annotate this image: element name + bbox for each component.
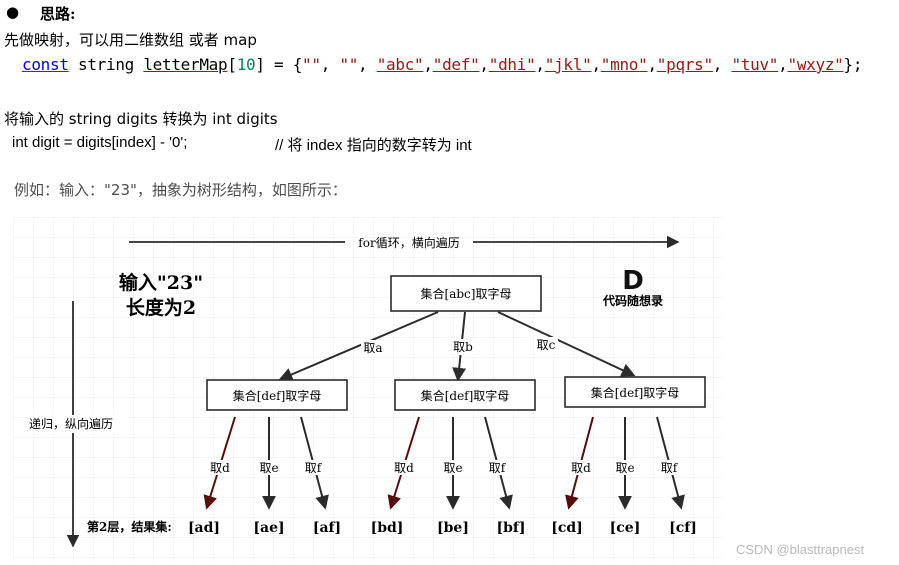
- child-box-2: [394, 379, 536, 411]
- code-letter-map: const string letterMap[10] = {"", "", "a…: [22, 55, 862, 74]
- code-assign: ] = {: [255, 55, 303, 74]
- logo-d-icon: D: [622, 266, 644, 296]
- csdn-watermark: CSDN @blasttrapnest: [736, 542, 865, 557]
- code-separator: ,: [778, 55, 788, 74]
- child-box-1-label: 集合[def]取字母: [233, 388, 322, 403]
- code-identifier: letterMap: [143, 55, 228, 74]
- edge-label-f-2: 取f: [489, 461, 507, 475]
- edge-label-b: 取b: [453, 340, 473, 354]
- tree-diagram: for循环，横向遍历 输入"23" 长度为2 D 代码随想录 递归，纵向遍历 集…: [13, 217, 723, 562]
- example-caption: 例如：输入："23"，抽象为树形结构，如图所示：: [14, 181, 347, 199]
- result-af: [af]: [313, 520, 341, 536]
- edge-label-a: 取a: [363, 341, 382, 355]
- code-separator: ,: [320, 55, 340, 74]
- section-heading: 思路:: [40, 5, 76, 23]
- code-string-entries: "", "", "abc","def","dhi","jkl","mno","p…: [302, 55, 844, 74]
- edge-label-f-3: 取f: [661, 461, 679, 475]
- code-string-literal: "mno": [600, 55, 648, 74]
- code-string-literal: "def": [432, 55, 480, 74]
- edge-label-f-1: 取f: [305, 461, 323, 475]
- edge-label-d-1: 取d: [210, 461, 230, 475]
- child-box-3: [564, 376, 706, 408]
- code-string-literal: "pqrs": [656, 55, 713, 74]
- edge-take-c: [497, 311, 636, 377]
- edge-label-e-3: 取e: [615, 461, 634, 475]
- code-separator: ,: [358, 55, 377, 74]
- code-open-bracket: [: [227, 55, 237, 74]
- code-separator: ,: [591, 55, 601, 74]
- code-separator: ,: [479, 55, 489, 74]
- edge-take-a: [278, 311, 439, 382]
- result-cd: [cd]: [551, 520, 583, 536]
- result-ae: [ae]: [253, 520, 284, 536]
- code-string-literal: "jkl": [544, 55, 592, 74]
- code-separator: ,: [647, 55, 657, 74]
- code-comment: // 将 index 指向的数字转为 int: [275, 137, 472, 154]
- code-end: };: [843, 55, 863, 74]
- result-bd: [bd]: [371, 520, 404, 536]
- left-label-bg: [27, 415, 127, 433]
- code-string-literal: "": [339, 55, 359, 74]
- code-type: string: [68, 55, 144, 74]
- root-box-label: 集合[abc]取字母: [421, 286, 512, 301]
- child-box-3-label: 集合[def]取字母: [591, 385, 680, 400]
- top-arrow-label: for循环，横向遍历: [358, 235, 459, 250]
- edge-label-e-2: 取e: [443, 461, 462, 475]
- code-string-literal: "": [302, 55, 321, 74]
- edge-label-d-3: 取d: [571, 461, 591, 475]
- logo-text: 代码随想录: [602, 293, 663, 308]
- child-box-1: [206, 379, 348, 411]
- code-string-literal: "dhi": [488, 55, 536, 74]
- length-title: 长度为2: [126, 296, 196, 319]
- result-be: [be]: [437, 520, 469, 536]
- code-keyword: const: [22, 55, 69, 74]
- code-digit-line: int digit = digits[index] - '0';: [12, 134, 188, 151]
- left-vertical-label: 递归，纵向遍历: [29, 416, 113, 431]
- result-ad: [ad]: [188, 520, 220, 536]
- code-string-literal: "tuv": [731, 55, 779, 74]
- child-box-2-label: 集合[def]取字母: [421, 388, 510, 403]
- code-separator: ,: [535, 55, 545, 74]
- intro-text: 先做映射，可以用二维数组 或者 map: [4, 31, 257, 49]
- conversion-note: 将输入的 string digits 转换为 int digits: [4, 110, 278, 128]
- code-array-size: 10: [236, 55, 256, 74]
- edge-label-d-2: 取d: [394, 461, 414, 475]
- edge-label-e-1: 取e: [259, 461, 278, 475]
- code-separator: ,: [712, 55, 732, 74]
- result-cf: [cf]: [669, 520, 697, 536]
- code-string-literal: "wxyz": [787, 55, 844, 74]
- code-string-literal: "abc": [376, 55, 424, 74]
- result-label: 第2层，结果集:: [87, 519, 172, 534]
- result-bf: [bf]: [496, 520, 525, 536]
- result-ce: [ce]: [610, 520, 641, 536]
- bullet-point: ●: [6, 3, 20, 21]
- root-box: [390, 275, 542, 312]
- input-title: 输入"23": [119, 271, 203, 294]
- edge-label-c: 取c: [537, 338, 556, 352]
- code-separator: ,: [423, 55, 433, 74]
